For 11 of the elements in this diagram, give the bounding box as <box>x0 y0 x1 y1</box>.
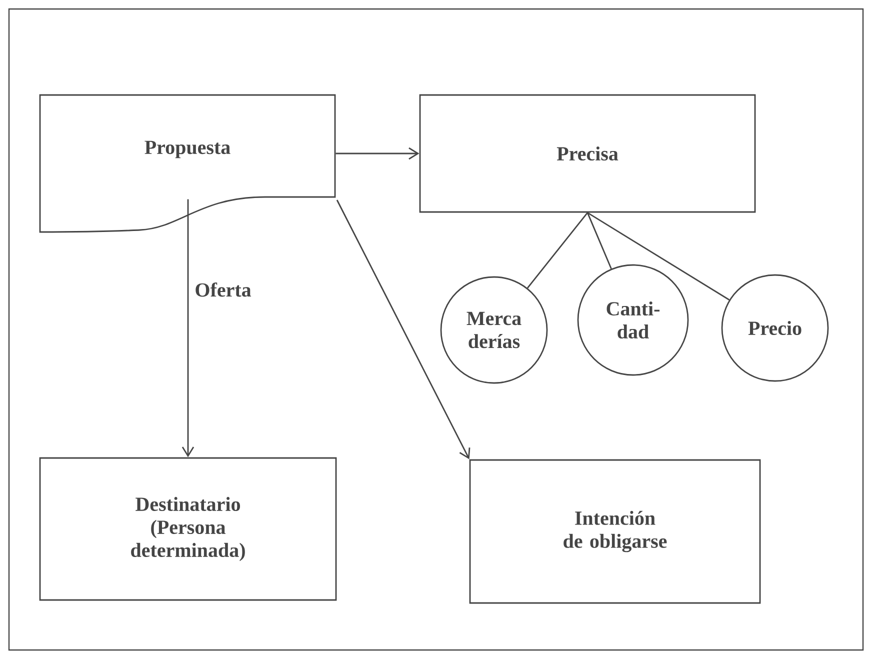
arrow <box>182 199 194 458</box>
document-box: Propuesta <box>39 94 336 233</box>
arrow <box>336 200 470 460</box>
circle-node: Merca derías <box>440 276 548 384</box>
circle-node: Precio <box>721 274 829 382</box>
process-box: Destinatario (Persona determinada) <box>39 457 337 601</box>
process-box: Precisa <box>419 94 756 213</box>
circle-node: Canti- dad <box>577 264 689 376</box>
process-box: Intención de obligarse <box>469 459 761 604</box>
arrow <box>336 147 420 160</box>
edge-label: Oferta <box>192 280 254 299</box>
